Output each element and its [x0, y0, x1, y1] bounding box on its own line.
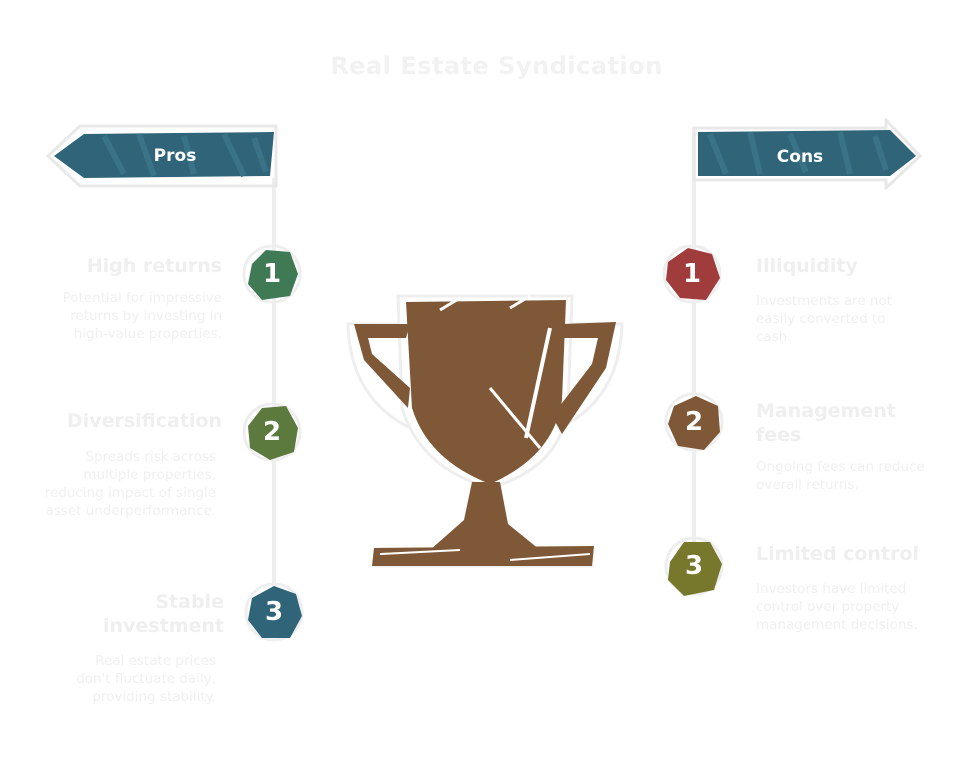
con-1-title: Illiquidity	[756, 255, 858, 277]
con-1-number: 1	[682, 259, 702, 289]
con-3-description: Investors have limited control over prop…	[756, 581, 918, 633]
pro-2-description: Spreads risk across multiple properties,…	[44, 449, 216, 519]
con-3-number: 3	[684, 551, 704, 581]
con-1-description: Investments are not easily converted to …	[756, 293, 893, 345]
pro-1-description: Potential for impressive returns by inve…	[62, 290, 222, 342]
left-arrow-icon	[45, 124, 278, 188]
pro-1-number: 1	[262, 259, 282, 289]
con-1-number-badge: 1	[662, 244, 722, 304]
pro-1-number-badge: 1	[242, 244, 302, 304]
pro-3-description: Real estate prices don't fluctuate daily…	[76, 653, 216, 705]
cons-banner: Cons	[690, 118, 922, 190]
pro-2-number: 2	[262, 417, 282, 447]
con-2-description: Ongoing fees can reduce overall returns.	[756, 459, 925, 493]
pro-3-number: 3	[264, 597, 284, 627]
pro-2-title: Diversification	[66, 410, 222, 432]
cons-label: Cons	[776, 147, 824, 167]
pros-label: Pros	[153, 146, 197, 166]
pro-3-title: Stable investment	[103, 591, 224, 637]
con-3-number-badge: 3	[664, 536, 724, 596]
con-2-number-badge: 2	[664, 392, 724, 452]
trophy-icon	[346, 294, 624, 568]
pro-3-number-badge: 3	[244, 582, 304, 642]
con-2-number: 2	[684, 407, 704, 437]
pro-2-number-badge: 2	[242, 402, 302, 462]
pro-1-title: High returns	[86, 255, 222, 277]
page-title: Real Estate Syndication	[330, 52, 663, 80]
con-2-title: Management fees	[756, 400, 896, 446]
right-arrow-icon	[692, 118, 922, 190]
con-3-title: Limited control	[756, 543, 919, 565]
pros-banner: Pros	[44, 124, 280, 188]
